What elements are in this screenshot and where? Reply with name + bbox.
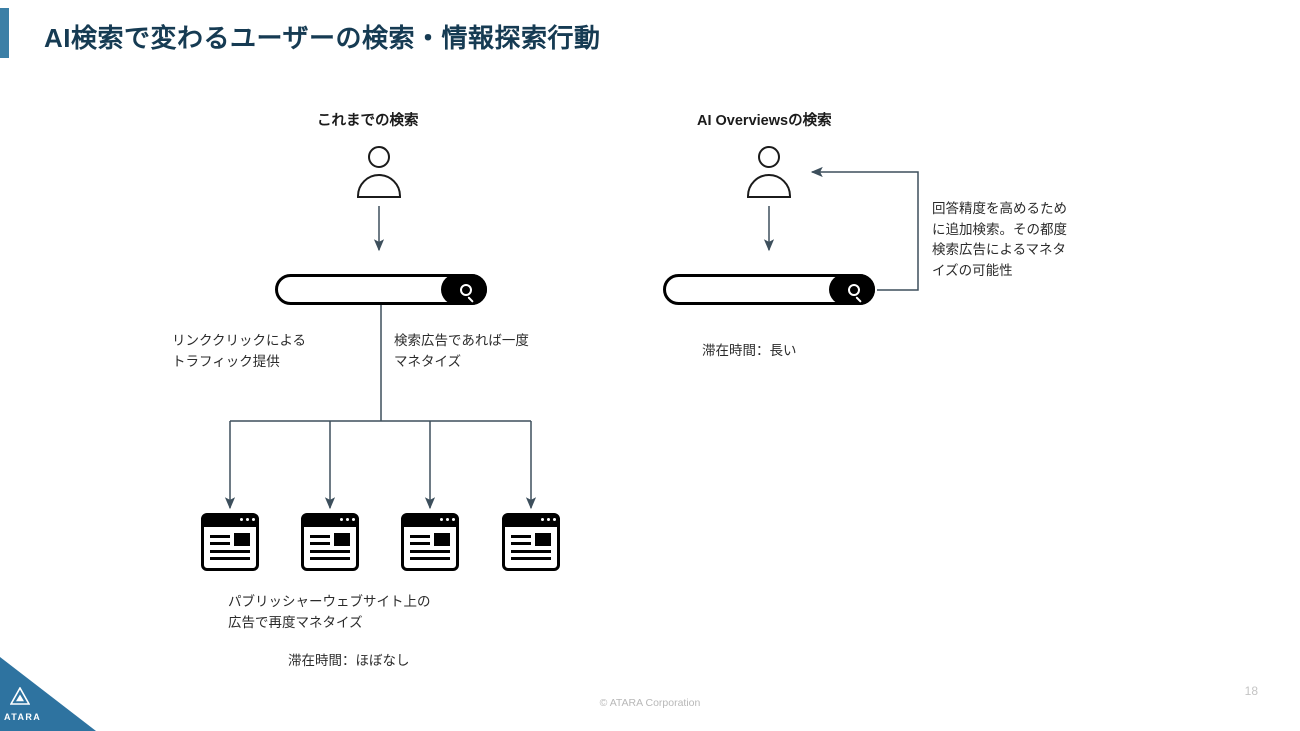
browser-text-line (210, 557, 250, 561)
browser-text-line (210, 535, 230, 539)
browser-text-line (410, 550, 450, 554)
browser-ad-block (234, 533, 250, 546)
person-icon (745, 146, 793, 198)
atara-logo-icon (10, 687, 30, 705)
magnifier-icon (460, 284, 472, 296)
browser-dot (546, 517, 550, 521)
page-number: 18 (1244, 684, 1258, 698)
note-dwell-time-short: 滞在時間：ほぼなし (288, 653, 410, 668)
browser-window-icon (301, 513, 359, 571)
person-head-icon (758, 146, 780, 168)
browser-text-line (410, 535, 430, 539)
browser-titlebar (204, 516, 256, 528)
note-search-ad-monetize: 検索広告であれば一度 マネタイズ (394, 333, 529, 369)
browser-text-line (511, 535, 531, 539)
browser-ad-block (535, 533, 551, 546)
browser-dot (540, 517, 544, 521)
title-accent-bar (0, 8, 9, 58)
browser-titlebar (304, 516, 356, 528)
browser-dot (245, 517, 249, 521)
browser-text-line (310, 535, 330, 539)
browser-dot (351, 517, 355, 521)
column-heading-ai-overviews: AI Overviewsの検索 (697, 113, 832, 129)
browser-window-icon (201, 513, 259, 571)
note-additional-search-monetize: 回答精度を高めるため に追加検索。その都度 検索広告によるマネタ イズの可能性 (932, 201, 1067, 278)
brand-corner-wedge: ATARA (0, 657, 96, 731)
browser-dot (339, 517, 343, 521)
browser-dot (445, 517, 449, 521)
browser-dot (552, 517, 556, 521)
browser-text-line (511, 542, 531, 546)
person-body-icon (357, 174, 401, 198)
page-title: AI検索で変わるユーザーの検索・情報探索行動 (44, 23, 601, 53)
browser-text-line (511, 550, 551, 554)
search-bar[interactable] (275, 274, 487, 305)
browser-text-line (511, 557, 551, 561)
browser-ad-block (334, 533, 350, 546)
browser-window-icon (502, 513, 560, 571)
magnifier-icon (848, 284, 860, 296)
browser-text-line (410, 557, 450, 561)
search-bar[interactable] (663, 274, 875, 305)
browser-text-line (310, 542, 330, 546)
person-body-icon (747, 174, 791, 198)
browser-text-line (410, 542, 430, 546)
browser-dot (251, 517, 255, 521)
browser-text-line (310, 557, 350, 561)
note-dwell-time-long: 滞在時間：長い (702, 343, 797, 358)
browser-dot (345, 517, 349, 521)
person-icon (355, 146, 403, 198)
arrow-feedback-loop (810, 166, 919, 291)
browser-ad-block (434, 533, 450, 546)
browser-titlebar (505, 516, 557, 528)
browser-text-line (210, 550, 250, 554)
note-publisher-ad-monetize: パブリッシャーウェブサイト上の 広告で再度マネタイズ (228, 594, 431, 630)
browser-text-line (210, 542, 230, 546)
brand-name: ATARA (4, 712, 42, 722)
note-link-click-traffic: リンククリックによる トラフィック提供 (172, 333, 307, 369)
browser-window-icon (401, 513, 459, 571)
browser-text-line (310, 550, 350, 554)
column-heading-traditional: これまでの検索 (317, 113, 419, 129)
footer-copyright: © ATARA Corporation (599, 697, 701, 709)
browser-titlebar (404, 516, 456, 528)
browser-dot (439, 517, 443, 521)
browser-dot (239, 517, 243, 521)
browser-dot (451, 517, 455, 521)
person-head-icon (368, 146, 390, 168)
